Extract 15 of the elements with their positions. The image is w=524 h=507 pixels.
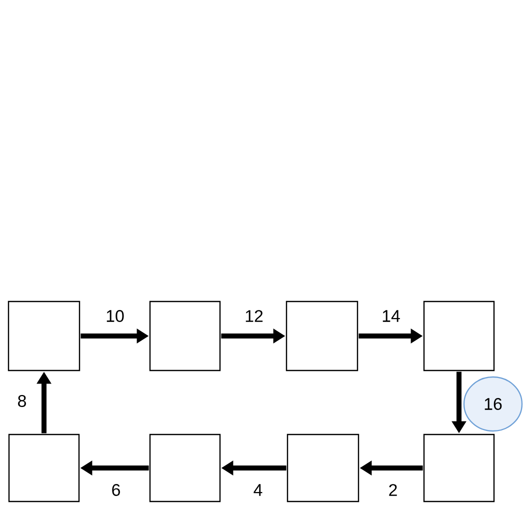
edge-label: 6	[112, 484, 120, 496]
empty-box	[286, 300, 358, 372]
edge-label: 14	[382, 310, 400, 322]
empty-box	[8, 434, 80, 502]
empty-box	[423, 434, 495, 502]
empty-box	[149, 434, 221, 502]
empty-box	[286, 434, 360, 502]
edge-label: 12	[246, 310, 263, 322]
empty-box	[149, 300, 221, 372]
edge-label: 8	[18, 395, 26, 407]
empty-box	[423, 300, 495, 372]
empty-box	[8, 300, 80, 372]
edge-label: 10	[106, 310, 124, 322]
edge-label: 4	[254, 484, 262, 496]
edge-label: 2	[389, 484, 397, 496]
